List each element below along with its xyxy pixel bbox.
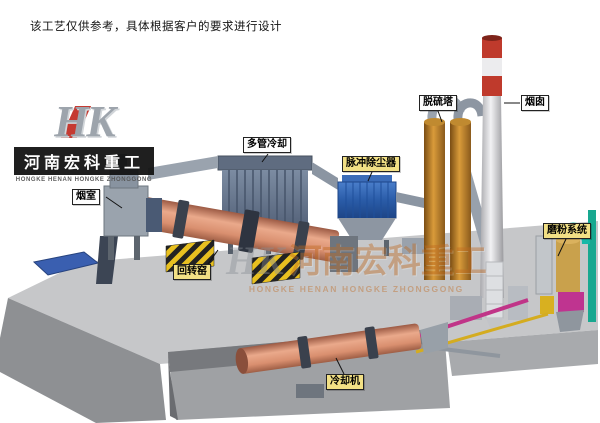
label-chimney: 烟囱 <box>521 95 549 111</box>
disclaimer-text: 该工艺仅供参考，具体根据客户的要求进行设计 <box>30 21 282 33</box>
leader-lines <box>105 102 567 375</box>
label-grinding-system: 磨粉系统 <box>543 223 591 239</box>
logo-company-name-en: HONGKE HENAN HONGKE ZHONGGONG <box>15 177 153 183</box>
logo-monogram: HK <box>54 97 116 146</box>
logo-monogram-text: HK <box>54 97 116 146</box>
company-logo: HK 河南宏科重工 HONGKE HENAN HONGKE ZHONGGONG <box>14 100 154 183</box>
pulse-dust-collector-shape <box>337 175 426 256</box>
logo-company-name-cn: 河南宏科重工 <box>14 147 154 175</box>
label-cooling-machine: 冷却机 <box>326 374 364 390</box>
label-rotary-kiln: 回转窑 <box>173 264 211 280</box>
cooling-machine-shape <box>235 322 448 398</box>
label-desulfurization-tower: 脱硫塔 <box>419 95 457 111</box>
smoke-chamber-shape <box>96 154 162 284</box>
chimney-shape <box>480 35 504 298</box>
label-multi-tube-cooler: 多管冷却 <box>243 137 291 153</box>
label-smoke-chamber: 烟室 <box>72 189 100 205</box>
kiln-head-hood <box>330 236 358 272</box>
label-pulse-dust-collector: 脉冲除尘器 <box>342 156 400 172</box>
